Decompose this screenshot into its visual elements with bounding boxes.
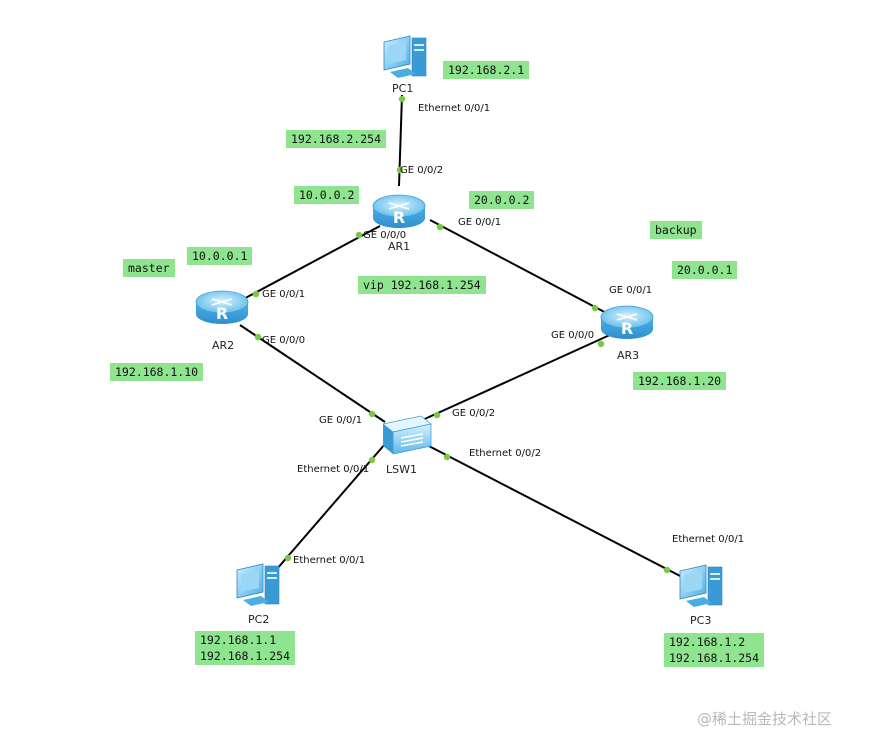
note-vip: vip 192.168.1.254 bbox=[358, 276, 486, 294]
port-dot-lsw-ge002 bbox=[433, 411, 441, 419]
svg-text:R: R bbox=[393, 208, 405, 227]
port-dot-pc3-eth bbox=[663, 566, 671, 574]
note-ar2-role: master bbox=[123, 259, 175, 277]
port-label-ar3-ge001: GE 0/0/1 bbox=[609, 285, 653, 296]
port-label-ar2-ge001: GE 0/0/1 bbox=[262, 289, 306, 300]
port-dot-pc2-eth bbox=[284, 554, 292, 562]
device-label-ar2: AR2 bbox=[212, 339, 235, 352]
note-ar1-to-ar2-ip: 10.0.0.2 bbox=[294, 186, 360, 204]
note-pc3-ip: 192.168.1.2 bbox=[664, 633, 764, 651]
device-label-ar3: AR3 bbox=[617, 349, 640, 362]
note-ar2-lan-ip: 192.168.1.10 bbox=[110, 363, 204, 381]
router-icon[interactable]: R bbox=[195, 290, 249, 324]
svg-text:R: R bbox=[621, 319, 633, 338]
links bbox=[237, 94, 685, 579]
port-label-lsw-eth002: Ethernet 0/0/2 bbox=[469, 448, 542, 459]
note-ar2-to-ar1-ip: 10.0.0.1 bbox=[187, 247, 253, 265]
note-pc2-gw: 192.168.1.254 bbox=[195, 647, 295, 665]
port-dot-lsw-eth002 bbox=[443, 453, 451, 461]
pc-icon[interactable] bbox=[236, 563, 280, 606]
note-ar3-to-ar1-ip: 20.0.0.1 bbox=[672, 261, 738, 279]
port-label-ar1-ge001: GE 0/0/1 bbox=[458, 217, 502, 228]
port-dot-pc1-eth bbox=[398, 95, 406, 103]
pc-icon[interactable] bbox=[383, 35, 427, 78]
watermark: @稀土掘金技术社区 bbox=[697, 710, 833, 728]
note-pc2-ip: 192.168.1.1 bbox=[195, 631, 295, 649]
link-lsw1-pc2 bbox=[269, 443, 386, 578]
switch-icon[interactable] bbox=[382, 415, 432, 455]
svg-text:R: R bbox=[216, 304, 228, 323]
note-ar3-lan-ip: 192.168.1.20 bbox=[633, 372, 727, 390]
port-label-ar3-ge000: GE 0/0/0 bbox=[551, 330, 595, 341]
port-dot-ar3-ge001 bbox=[591, 304, 599, 312]
note-ar3-role: backup bbox=[650, 221, 702, 239]
device-label-pc1: PC1 bbox=[392, 82, 414, 95]
port-dot-ar1-ge001 bbox=[436, 223, 444, 231]
note-ar1-to-ar3-ip: 20.0.0.2 bbox=[469, 191, 535, 209]
port-dot-lsw-ge001 bbox=[368, 410, 376, 418]
pc-icon[interactable] bbox=[679, 564, 723, 607]
port-label-lsw-ge002: GE 0/0/2 bbox=[452, 408, 496, 419]
port-dot-ar3-ge000 bbox=[597, 340, 605, 348]
link-ar1-ar2 bbox=[237, 225, 381, 303]
port-dot-ar1-ge000 bbox=[355, 231, 363, 239]
port-label-pc1-eth: Ethernet 0/0/1 bbox=[418, 103, 491, 114]
port-dot-lsw-eth001 bbox=[368, 456, 376, 464]
link-ar2-lsw1 bbox=[239, 324, 386, 423]
port-dots bbox=[252, 95, 671, 574]
router-icon[interactable]: R bbox=[372, 194, 426, 228]
port-label-lsw-ge001: GE 0/0/1 bbox=[319, 415, 363, 426]
port-label-lsw-eth001: Ethernet 0/0/1 bbox=[297, 464, 370, 475]
port-label-ar2-ge000: GE 0/0/0 bbox=[262, 335, 306, 346]
router-icon[interactable]: R bbox=[600, 305, 654, 339]
note-pc1-ip: 192.168.2.1 bbox=[443, 61, 530, 79]
note-pc3-gw: 192.168.1.254 bbox=[664, 649, 764, 667]
link-lsw1-pc3 bbox=[424, 443, 685, 579]
link-ar1-ar3 bbox=[429, 219, 613, 317]
port-label-ar1-ge000: GE 0/0/0 bbox=[363, 230, 407, 241]
note-ar1-lan-ip: 192.168.2.254 bbox=[286, 130, 387, 148]
device-label-lsw1: LSW1 bbox=[386, 463, 417, 476]
device-label-pc2: PC2 bbox=[248, 613, 270, 626]
device-label-pc3: PC3 bbox=[690, 614, 712, 627]
port-label-pc2-eth: Ethernet 0/0/1 bbox=[293, 555, 366, 566]
port-label-ar1-ge002: GE 0/0/2 bbox=[400, 165, 444, 176]
port-label-pc3-eth: Ethernet 0/0/1 bbox=[672, 534, 745, 545]
port-dot-ar1-ge002 bbox=[396, 166, 404, 174]
device-label-ar1: AR1 bbox=[388, 240, 411, 253]
port-dot-ar2-ge001 bbox=[252, 290, 260, 298]
port-dot-ar2-ge000 bbox=[254, 333, 262, 341]
link-ar3-lsw1 bbox=[417, 333, 613, 423]
